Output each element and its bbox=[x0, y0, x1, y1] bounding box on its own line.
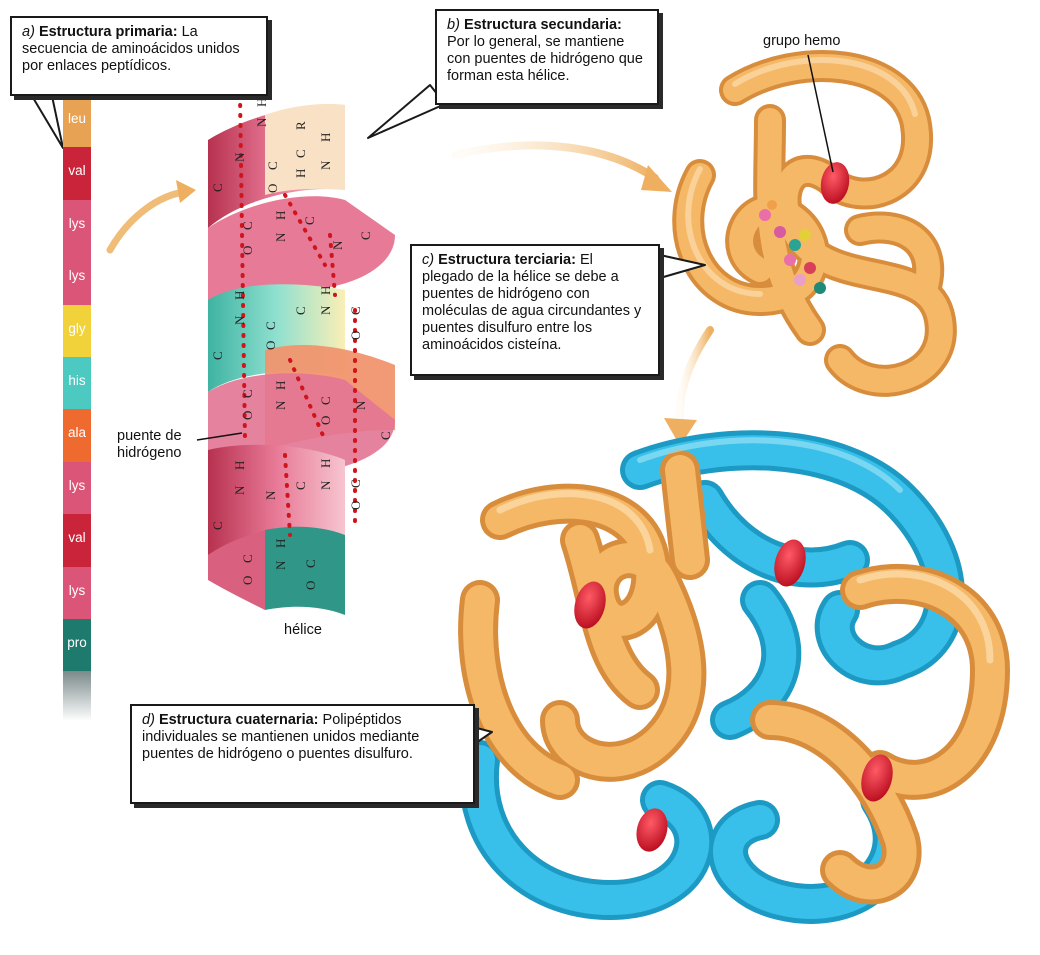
tertiary-title: Estructura terciaria: bbox=[438, 252, 576, 268]
atom-O: O bbox=[303, 581, 318, 590]
amino-acid-leu: leu bbox=[63, 95, 91, 147]
atom-N: N bbox=[318, 305, 333, 315]
atom-N: N bbox=[232, 152, 247, 162]
arrow-secondary-to-tertiary bbox=[455, 145, 672, 192]
quaternary-letter: d) bbox=[142, 712, 155, 728]
atom-C: C bbox=[210, 521, 225, 530]
atom-C: C bbox=[358, 231, 373, 240]
atom-C: C bbox=[265, 161, 280, 170]
atom-H: H bbox=[318, 286, 333, 295]
atom-H: H bbox=[273, 539, 288, 548]
quaternary-protein bbox=[478, 440, 990, 904]
atom-N: N bbox=[353, 400, 368, 410]
atom-N: N bbox=[273, 560, 288, 570]
tertiary-protein bbox=[688, 60, 941, 381]
atom-H: H bbox=[254, 98, 269, 107]
secondary-text: Por lo general, se mantiene con puentes … bbox=[447, 34, 643, 84]
secondary-letter: b) bbox=[447, 17, 460, 33]
amino-acid-lys: lys bbox=[63, 567, 91, 619]
atom-H: H bbox=[318, 133, 333, 142]
atom-C: C bbox=[348, 306, 363, 315]
atom-H: H bbox=[232, 291, 247, 300]
atom-H: H bbox=[273, 211, 288, 220]
atom-N: N bbox=[254, 117, 269, 127]
alpha-helix: N H C N C O H C R N H O C N H C N C C N … bbox=[208, 95, 395, 615]
callout-primary-structure: a) Estructura primaria: La secuencia de … bbox=[10, 16, 268, 96]
atom-C: C bbox=[210, 351, 225, 360]
quaternary-title: Estructura cuaternaria: bbox=[159, 712, 319, 728]
atom-N: N bbox=[330, 240, 345, 250]
atom-H: H bbox=[232, 461, 247, 470]
atom-N: N bbox=[263, 490, 278, 500]
atom-C: C bbox=[348, 479, 363, 488]
amino-acid-val: val bbox=[63, 147, 91, 199]
atom-N: N bbox=[318, 480, 333, 490]
amino-acid-lys: lys bbox=[63, 462, 91, 514]
arrow-primary-to-secondary bbox=[110, 180, 196, 250]
atom-O: O bbox=[348, 331, 363, 340]
label-helix: hélice bbox=[284, 622, 322, 639]
helix-ribbon-band-1 bbox=[208, 196, 395, 300]
atom-O: O bbox=[240, 576, 255, 585]
atom-C: C bbox=[293, 149, 308, 158]
label-hydrogen-bond: puente de hidrógeno bbox=[117, 428, 203, 462]
atom-C: C bbox=[293, 306, 308, 315]
atom-O: O bbox=[263, 341, 278, 350]
amino-acid-lys: lys bbox=[63, 200, 91, 252]
amino-acid-ala: ala bbox=[63, 409, 91, 461]
arrow-tertiary-to-quaternary bbox=[664, 330, 710, 446]
atom-O: O bbox=[265, 184, 280, 193]
atom-O: O bbox=[348, 501, 363, 510]
atom-C: C bbox=[240, 389, 255, 398]
amino-acid-val: val bbox=[63, 514, 91, 566]
label-heme-group: grupo hemo bbox=[763, 33, 840, 50]
callout-secondary-structure: b) Estructura secundaria: Por lo general… bbox=[435, 9, 659, 105]
primary-letter: a) bbox=[22, 24, 35, 40]
atom-C: C bbox=[210, 183, 225, 192]
atom-C: C bbox=[240, 554, 255, 563]
primary-title: Estructura primaria: bbox=[39, 24, 178, 40]
amino-acid-his: his bbox=[63, 357, 91, 409]
amino-acid-gly: gly bbox=[63, 305, 91, 357]
atom-H: H bbox=[273, 381, 288, 390]
atom-C: C bbox=[303, 559, 318, 568]
atom-N: N bbox=[273, 400, 288, 410]
sequence-strip-fade bbox=[63, 671, 91, 721]
atom-O: O bbox=[240, 411, 255, 420]
atom-N: N bbox=[232, 485, 247, 495]
atom-C: C bbox=[263, 321, 278, 330]
secondary-title: Estructura secundaria: bbox=[464, 17, 622, 33]
atom-H: H bbox=[293, 169, 308, 178]
tertiary-letter: c) bbox=[422, 252, 434, 268]
callout-tertiary-structure: c) Estructura terciaria: El plegado de l… bbox=[410, 244, 660, 376]
amino-acid-lys: lys bbox=[63, 252, 91, 304]
atom-H: H bbox=[318, 459, 333, 468]
atom-C: C bbox=[318, 396, 333, 405]
atom-C: C bbox=[302, 216, 317, 225]
atom-O: O bbox=[318, 416, 333, 425]
atom-N: N bbox=[273, 232, 288, 242]
callout-quaternary-structure: d) Estructura cuaternaria: Polipéptidos … bbox=[130, 704, 475, 804]
amino-acid-pro: pro bbox=[63, 619, 91, 671]
atom-C: C bbox=[378, 431, 393, 440]
atom-C: C bbox=[240, 221, 255, 230]
atom-C: C bbox=[293, 481, 308, 490]
atom-N: N bbox=[232, 315, 247, 325]
atom-R: R bbox=[293, 121, 308, 130]
atom-O: O bbox=[240, 246, 255, 255]
atom-N: N bbox=[318, 160, 333, 170]
